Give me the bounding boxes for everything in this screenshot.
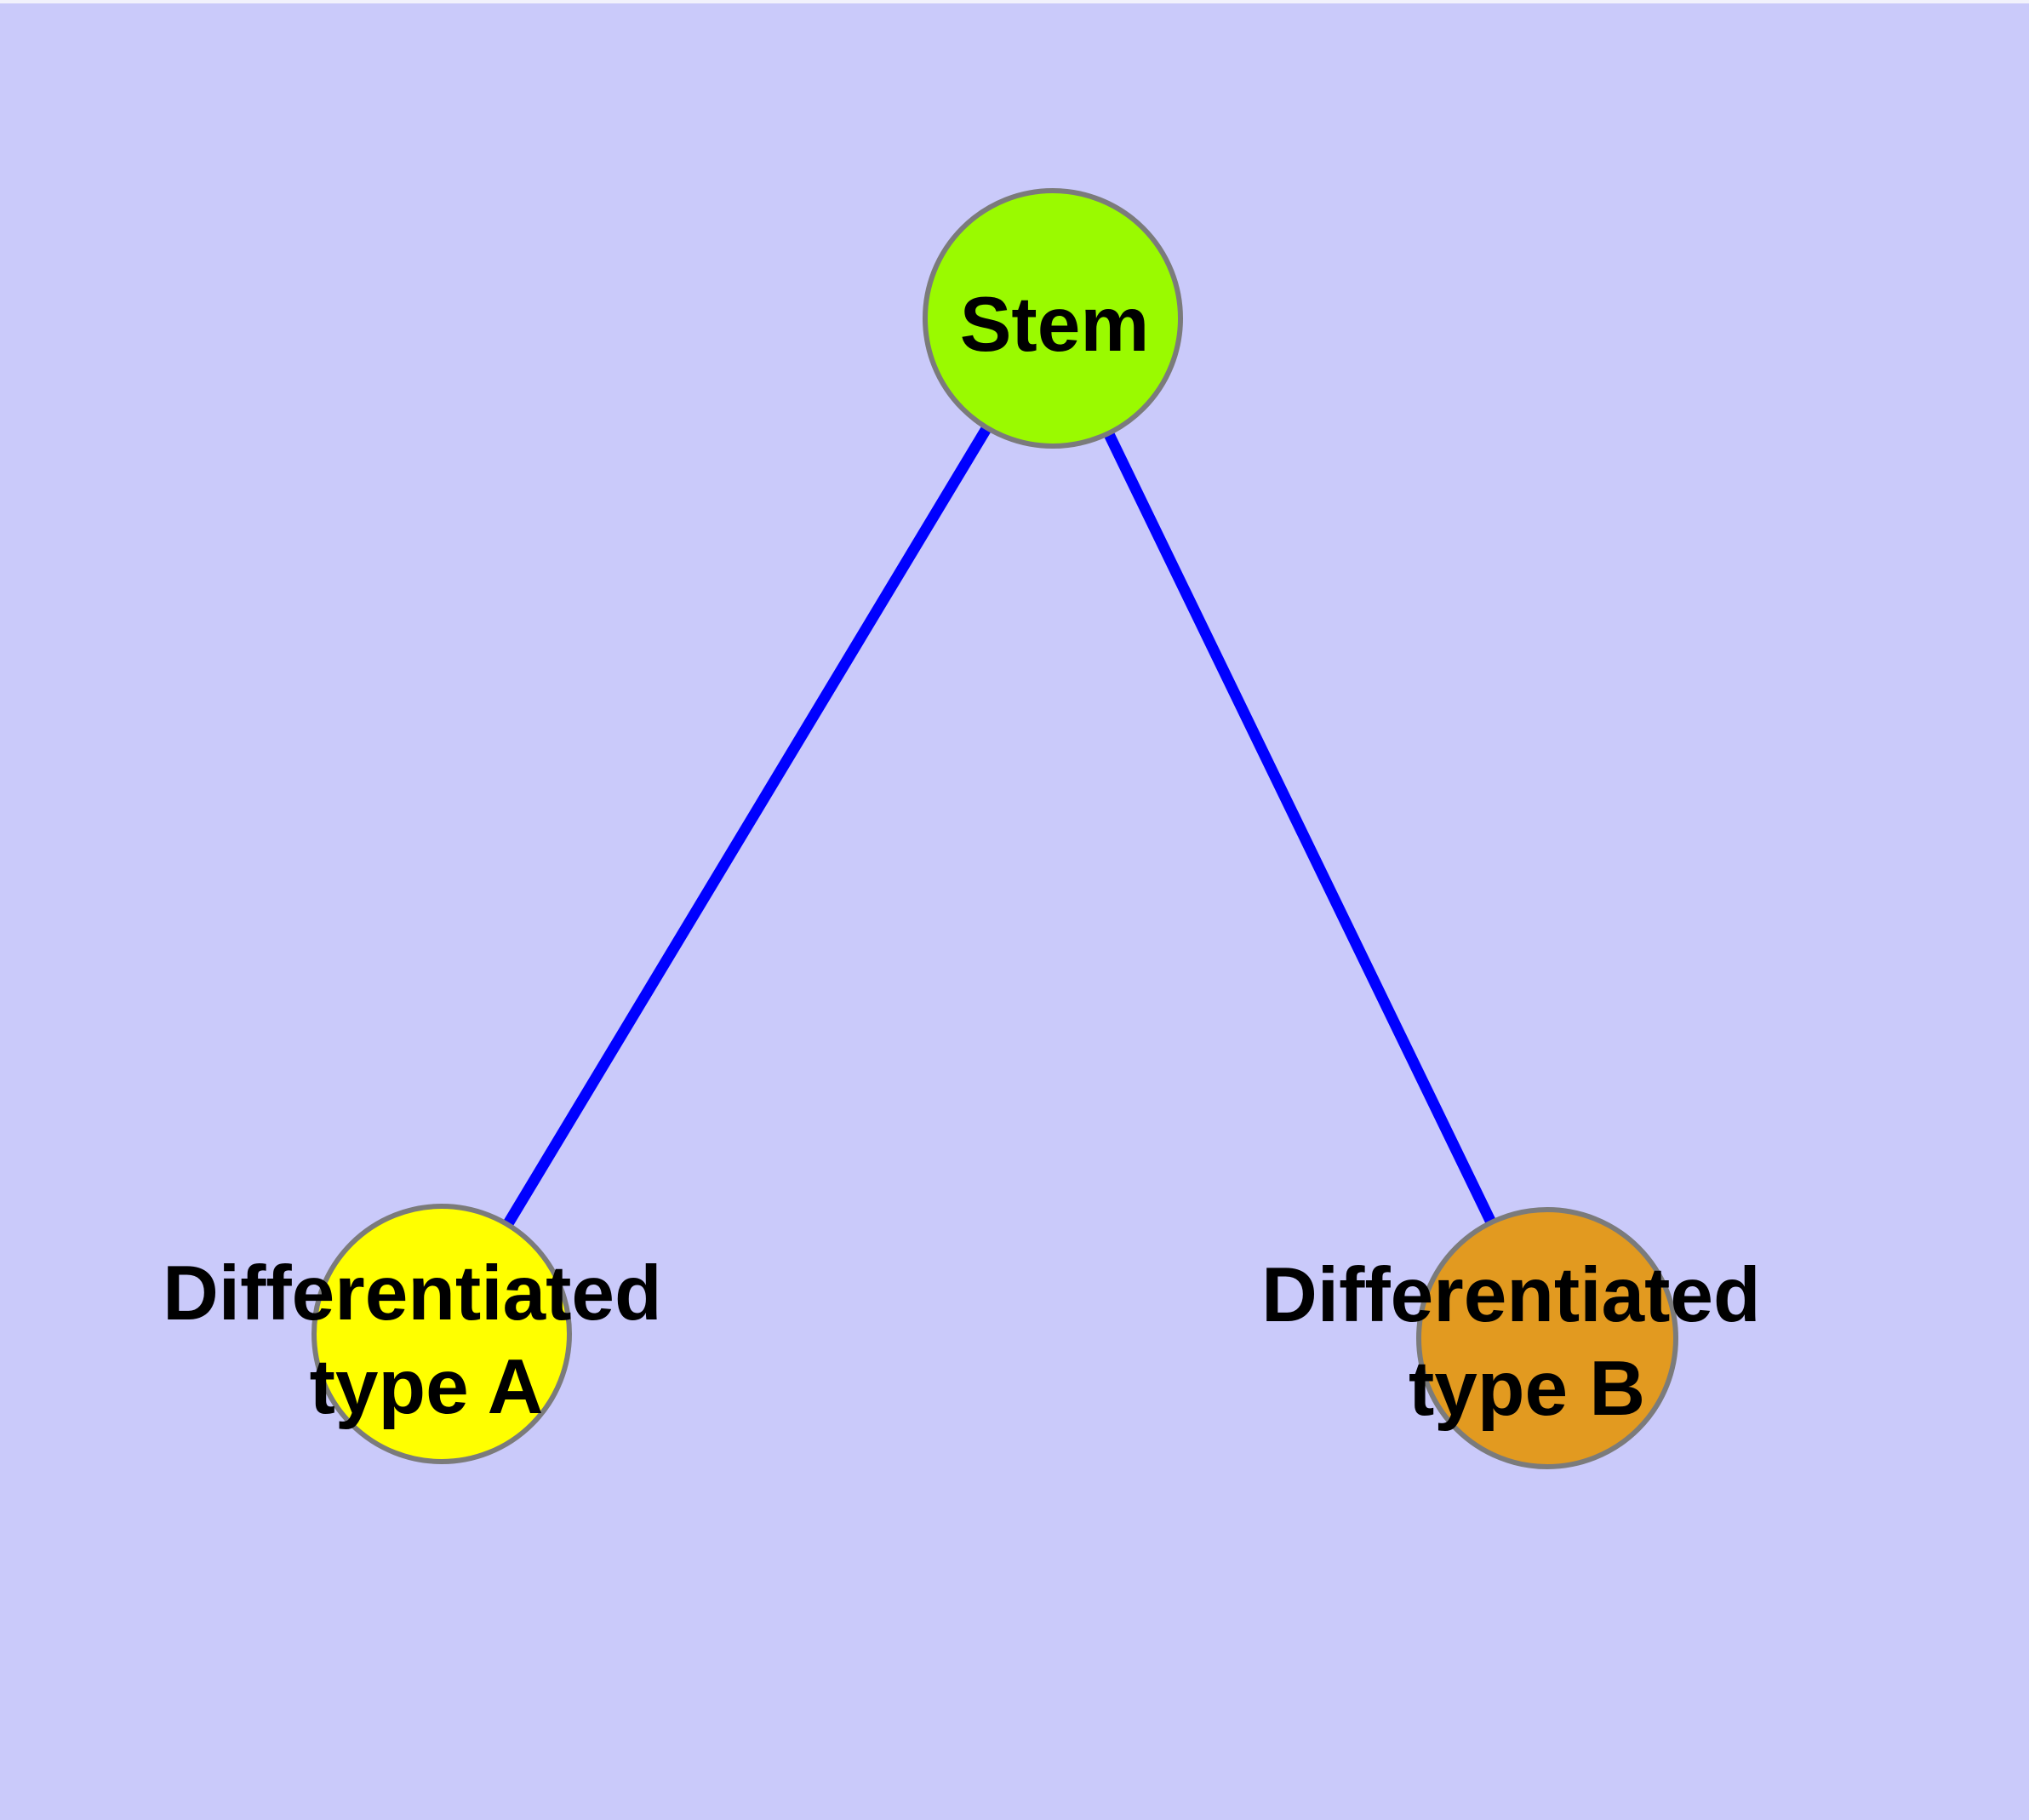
edge-stem-to-differentiated-type-b	[1048, 316, 1552, 1341]
canvas-top-edge-highlight	[0, 0, 2029, 3]
node-differentiated-type-b	[1416, 1207, 1678, 1469]
node-label-differentiated-type-a-line-2: type A	[310, 1344, 544, 1430]
node-label-differentiated-type-b-line-1: Differentiated	[1261, 1252, 1761, 1338]
node-label-differentiated-type-b-line-2: type B	[1409, 1346, 1645, 1432]
node-label-stem: Stem	[960, 282, 1150, 368]
node-label-differentiated-type-a-line-1: Differentiated	[163, 1251, 662, 1336]
node-differentiated-type-a	[311, 1204, 572, 1464]
node-label-differentiated-type-b: Differentiated type B	[1261, 1252, 1782, 1432]
node-stem	[923, 188, 1183, 449]
edge-stem-to-differentiated-type-a	[437, 315, 1058, 1337]
node-label-differentiated-type-a: Differentiated type A	[163, 1251, 683, 1430]
